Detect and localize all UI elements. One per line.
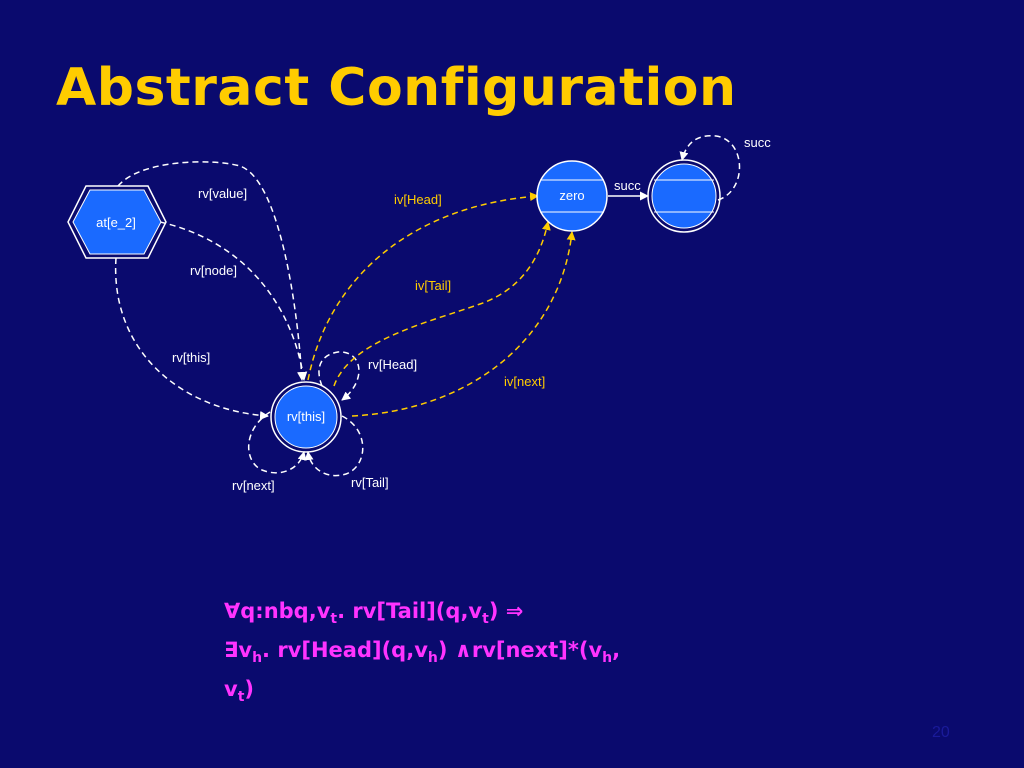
formula-text: ) <box>244 677 255 702</box>
label-iv-next: iv[next] <box>504 374 545 389</box>
formula-text: q:nbq,v <box>240 599 331 623</box>
formula-line-3: vt) <box>224 674 704 713</box>
formula-text: , <box>612 638 621 663</box>
label-rv-node: rv[node] <box>190 263 237 278</box>
node-rv-this[interactable]: rv[this] <box>270 381 342 453</box>
edge-iv-tail <box>333 221 551 387</box>
implies-symbol: ⇒ <box>505 599 524 623</box>
label-rv-next: rv[next] <box>232 478 275 493</box>
edge-rv-tail-loop <box>304 415 364 477</box>
label-iv-head: iv[Head] <box>394 192 442 207</box>
edge-iv-head <box>307 192 539 381</box>
edge-rv-this <box>114 257 269 420</box>
formula-line-2: ∃vh. rv[Head](q,vh) ∧rv[next]*(vh, <box>224 635 704 674</box>
node-at-e2-label: at[e_2] <box>96 215 136 230</box>
edge-rv-head-loop <box>318 351 360 401</box>
edge-succ-loop <box>679 135 741 201</box>
forall-symbol: ∀ <box>224 599 241 623</box>
formula-text: . rv[Tail](q,v <box>337 599 483 623</box>
label-iv-tail: iv[Tail] <box>415 278 451 293</box>
formula-text: . rv[Head](q,v <box>262 638 428 663</box>
and-symbol: ∧ <box>454 638 472 663</box>
edge-rv-value <box>117 161 307 381</box>
label-rv-tail: rv[Tail] <box>351 475 389 490</box>
node-rv-this-label: rv[this] <box>287 409 325 424</box>
formula-text: ) <box>437 638 455 663</box>
formula-sub: t <box>330 611 338 628</box>
formula-text: v <box>224 677 238 702</box>
slide-title: Abstract Configuration <box>56 58 737 118</box>
node-at-e2[interactable]: at[e_2] <box>67 185 167 259</box>
edge-rv-node <box>159 221 308 381</box>
node-zero[interactable]: zero <box>536 160 608 232</box>
formula-sub: h <box>427 650 438 667</box>
label-rv-head: rv[Head] <box>368 357 417 372</box>
page-number: 20 <box>932 724 950 741</box>
formula-sub: h <box>602 650 613 667</box>
label-rv-value: rv[value] <box>198 186 247 201</box>
formula-text: v <box>238 638 253 663</box>
label-succ-mid: succ <box>614 178 641 193</box>
edge-rv-next-loop <box>248 411 307 474</box>
formula-line-1: ∀q:nbq,vt. rv[Tail](q,vt) ⇒ <box>224 596 704 635</box>
formula-sub: h <box>252 650 263 667</box>
formula-sub: t <box>482 611 489 628</box>
exists-symbol: ∃ <box>224 638 239 663</box>
node-summary[interactable] <box>647 159 721 233</box>
label-succ-loop: succ <box>744 135 771 150</box>
edge-iv-next <box>351 231 576 417</box>
formula-sub: t <box>237 689 245 706</box>
formula: ∀q:nbq,vt. rv[Tail](q,vt) ⇒ ∃vh. rv[Head… <box>224 596 704 714</box>
formula-text: rv[next]*(v <box>471 638 603 663</box>
formula-text: ) <box>488 599 506 623</box>
label-rv-this: rv[this] <box>172 350 210 365</box>
node-zero-label: zero <box>559 188 584 203</box>
